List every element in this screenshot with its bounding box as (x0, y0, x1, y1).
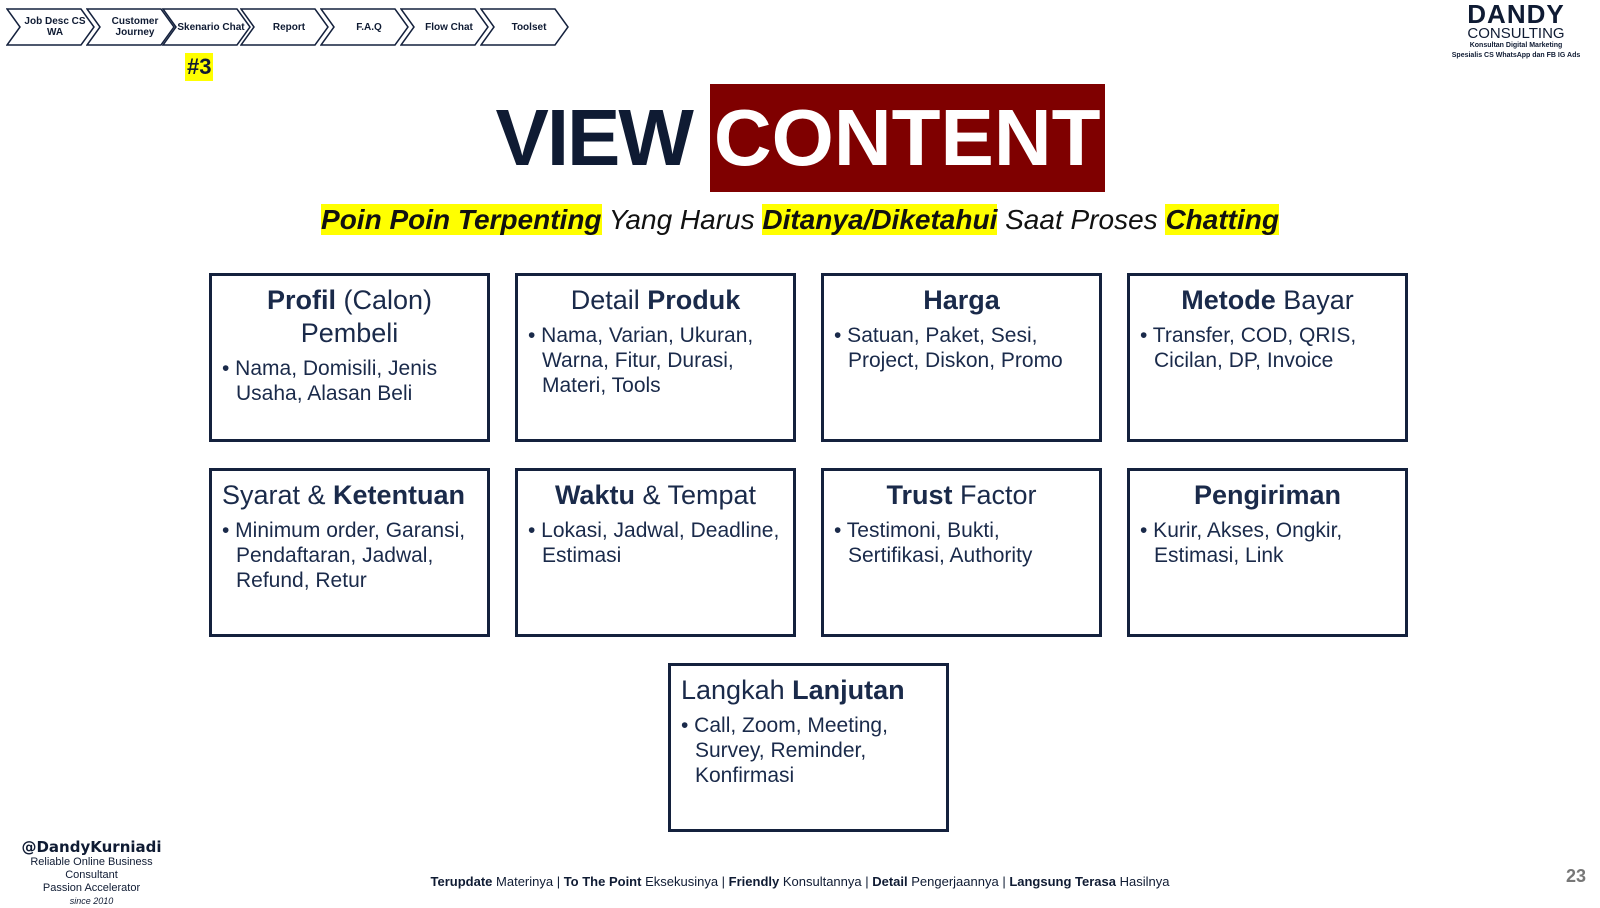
heading-part: Trust (886, 480, 953, 510)
sub-highlight: Chatting (1165, 204, 1279, 235)
topic-box: Waktu & Tempat • Lokasi, Jadwal, Deadline… (515, 468, 796, 637)
step-report[interactable]: Report (240, 8, 329, 46)
topic-box: Metode Bayar • Transfer, COD, QRIS, Cicil… (1127, 273, 1408, 442)
tag-text: Eksekusinya | (641, 874, 729, 889)
topic-box: Langkah Lanjutan • Call, Zoom, Meeting, S… (668, 663, 949, 832)
step-label: F.A.Q (356, 21, 382, 33)
step-label: Report (272, 21, 306, 33)
sub-highlight: Poin Poin Terpenting (321, 204, 602, 235)
page-number: 23 (1565, 866, 1586, 886)
active-step-marker: #3 (185, 53, 214, 81)
heading-part: Syarat & (222, 480, 334, 510)
author-info: @DandyKurniadi Reliable Online Business … (4, 838, 179, 908)
logo-tagline-1: Konsultan Digital Marketing (1469, 42, 1563, 49)
step-job-desc[interactable]: Job Desc CS WA (6, 8, 95, 46)
tag-text: Pengerjaannya | (907, 874, 1010, 889)
heading-part: Waktu (554, 480, 635, 510)
logo-name: DANDY (1467, 0, 1565, 29)
topic-heading: Metode Bayar (1140, 284, 1395, 317)
topic-heading: Pengiriman (1140, 479, 1395, 512)
heading-part: Harga (923, 285, 1000, 315)
tag-bold: Terupdate (430, 874, 493, 889)
step-label: Toolset (511, 21, 547, 33)
heading-part: Factor (952, 480, 1037, 510)
heading-part: Produk (647, 285, 741, 315)
topic-points: • Nama, Varian, Ukuran, Warna, Fitur, Du… (528, 324, 754, 397)
topic-box: Trust Factor • Testimoni, Bukti, Sertifik… (821, 468, 1102, 637)
heading-part: Detail (570, 285, 648, 315)
author-handle: @DandyKurniadi (21, 838, 162, 856)
heading-part: Profil (266, 285, 336, 315)
topic-heading: Profil (Calon) Pembeli (222, 284, 477, 350)
dandy-consulting-logo: DANDY CONSULTING Konsultan Digital Marke… (1446, 0, 1586, 61)
topic-heading: Syarat & Ketentuan (222, 479, 477, 512)
topic-heading: Harga (834, 284, 1089, 317)
heading-part: Lanjutan (792, 675, 905, 705)
topic-box: Detail Produk • Nama, Varian, Ukuran, War… (515, 273, 796, 442)
heading-part: Bayar (1275, 285, 1354, 315)
sub-text: Saat Proses (997, 204, 1166, 235)
topic-points: • Lokasi, Jadwal, Deadline, Estimasi (528, 519, 780, 567)
tag-bold: Detail (872, 874, 908, 889)
topic-box: Harga • Satuan, Paket, Sesi, Project, Dis… (821, 273, 1102, 442)
title-view: VIEW (495, 93, 693, 182)
step-toolset[interactable]: Toolset (480, 8, 569, 46)
author-line: Passion Accelerator (42, 882, 141, 894)
topic-heading: Waktu & Tempat (528, 479, 783, 512)
tag-text: Konsultannya | (779, 874, 873, 889)
topic-points: • Call, Zoom, Meeting, Survey, Reminder,… (681, 714, 888, 787)
step-label: Customer Journey (111, 16, 159, 38)
subtitle: Poin Poin Terpenting Yang Harus Ditanya/… (0, 204, 1600, 236)
step-faq[interactable]: F.A.Q (320, 8, 409, 46)
step-label: Skenario Chat (177, 21, 245, 33)
footer-tagline: Terupdate Materinya | To The Point Eksek… (0, 874, 1600, 889)
title-content: CONTENT (709, 84, 1105, 192)
tag-bold: Langsung Terasa (1009, 874, 1116, 889)
step-label: Job Desc CS WA (24, 16, 86, 38)
heading-part: & Tempat (634, 480, 757, 510)
topic-points: • Testimoni, Bukti, Sertifikasi, Authori… (834, 519, 1033, 567)
author-since: since 2010 (69, 896, 114, 906)
logo-tagline-2: Spesialis CS WhatsApp dan FB IG Ads (1451, 52, 1581, 59)
tag-text: Materinya | (492, 874, 564, 889)
step-flow-chat[interactable]: Flow Chat (400, 8, 489, 46)
topic-points: • Satuan, Paket, Sesi, Project, Diskon, … (834, 324, 1063, 372)
topic-points: • Nama, Domisili, Jenis Usaha, Alasan Be… (222, 357, 438, 405)
topic-points: • Minimum order, Garansi, Pendaftaran, J… (222, 519, 466, 592)
topic-points: • Kurir, Akses, Ongkir, Estimasi, Link (1140, 519, 1343, 567)
heading-part: (Calon) Pembeli (300, 285, 433, 348)
topic-box: Syarat & Ketentuan • Minimum order, Garan… (209, 468, 490, 637)
author-line: Reliable Online Business Consultant (30, 856, 153, 881)
topic-points: • Transfer, COD, QRIS, Cicilan, DP, Invo… (1140, 324, 1357, 372)
topic-heading: Langkah Lanjutan (681, 674, 936, 707)
topic-heading: Detail Produk (528, 284, 783, 317)
topic-heading: Trust Factor (834, 479, 1089, 512)
sub-highlight: Ditanya/Diketahui (762, 204, 998, 235)
tag-bold: Friendly (728, 874, 780, 889)
heading-part: Metode (1181, 285, 1276, 315)
sub-text: Yang Harus (601, 204, 763, 235)
step-label: Flow Chat (425, 21, 473, 33)
topic-box: Profil (Calon) Pembeli • Nama, Domisili, … (209, 273, 490, 442)
heading-part: Langkah (681, 675, 793, 705)
tag-text: Hasilnya (1116, 874, 1170, 889)
tag-bold: To The Point (563, 874, 642, 889)
step-skenario-chat[interactable]: Skenario Chat (162, 8, 251, 46)
topic-box: Pengiriman • Kurir, Akses, Ongkir, Estima… (1127, 468, 1408, 637)
heading-part: Pengiriman (1193, 480, 1342, 510)
logo-sub: CONSULTING (1467, 25, 1565, 42)
heading-part: Ketentuan (333, 480, 466, 510)
step-customer-journey[interactable]: Customer Journey (86, 8, 175, 46)
